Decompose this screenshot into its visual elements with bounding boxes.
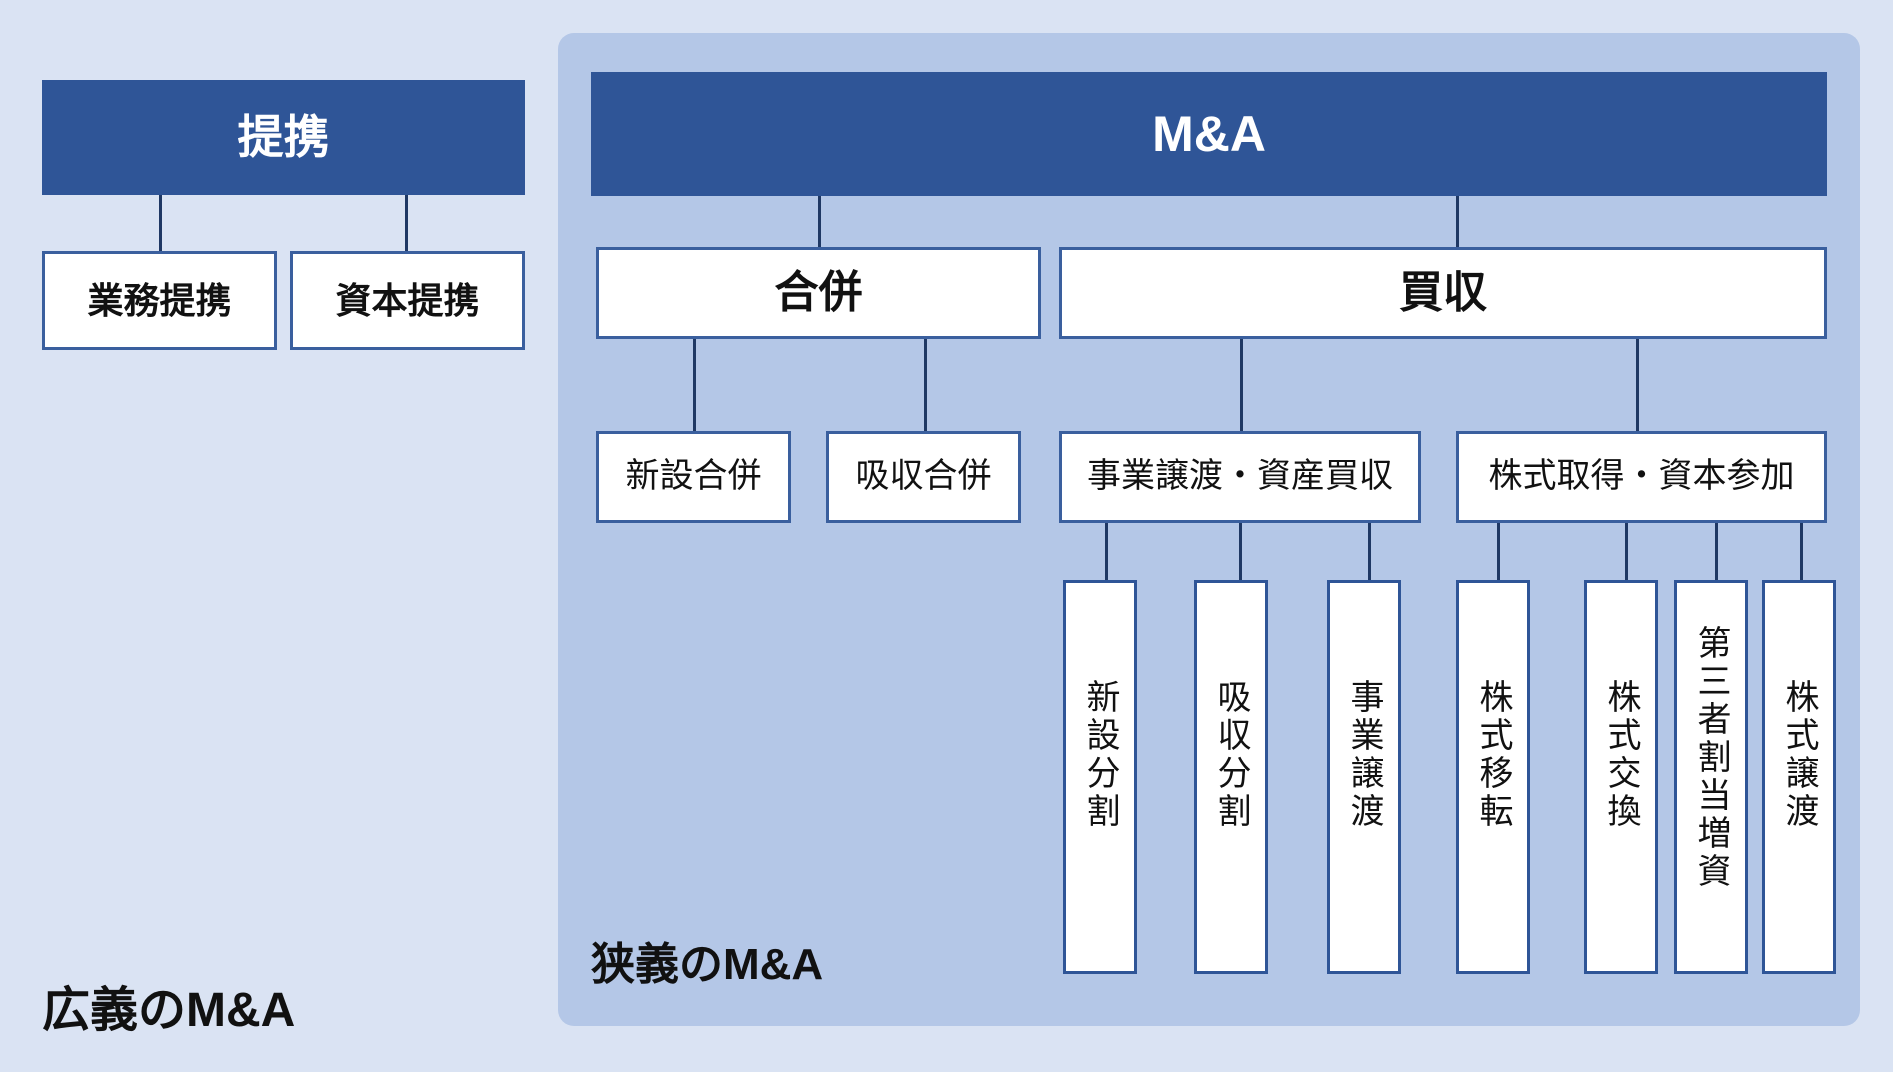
node-jigyo-joto-shisan-baishu[interactable]: 事業譲渡・資産買収 bbox=[1059, 431, 1421, 523]
node-kabushiki-shutoku-shihon-sanka[interactable]: 株式取得・資本参加 bbox=[1456, 431, 1827, 523]
node-gyomu-teikei[interactable]: 業務提携 bbox=[42, 251, 277, 350]
node-label: M&A bbox=[1152, 105, 1266, 162]
connector-baishu-kabushiki bbox=[1636, 339, 1639, 431]
node-label: 吸収合併 bbox=[855, 457, 992, 496]
node-kabushiki-joto[interactable]: 株式譲渡 bbox=[1762, 580, 1836, 974]
node-label: 株式交換 bbox=[1602, 679, 1640, 831]
caption-narrow-ma: 狭義のM&A bbox=[591, 940, 824, 989]
node-label: 合併 bbox=[774, 267, 863, 317]
node-label: 提携 bbox=[237, 111, 330, 164]
connector-jigyo-joto bbox=[1368, 523, 1371, 580]
connector-ma-gappei bbox=[818, 196, 821, 247]
connector-teikei-right bbox=[405, 195, 408, 251]
node-label: 株式移転 bbox=[1474, 679, 1512, 831]
node-kabushiki-iten[interactable]: 株式移転 bbox=[1456, 580, 1530, 974]
node-shihon-teikei[interactable]: 資本提携 bbox=[290, 251, 525, 350]
node-shinsetsu-gappei[interactable]: 新設合併 bbox=[596, 431, 791, 523]
connector-jigyo-down bbox=[1105, 523, 1108, 580]
node-label: 新設分割 bbox=[1081, 679, 1119, 831]
node-label: 事業譲渡 bbox=[1345, 679, 1383, 831]
node-label: 新設合併 bbox=[625, 457, 762, 496]
node-gappei[interactable]: 合併 bbox=[596, 247, 1041, 339]
node-teikei-root[interactable]: 提携 bbox=[42, 80, 525, 195]
node-label: 業務提携 bbox=[87, 279, 232, 321]
node-label: 吸収分割 bbox=[1212, 679, 1250, 831]
node-label: 買収 bbox=[1399, 267, 1487, 317]
connector-gappei-kyushu bbox=[924, 339, 927, 431]
connector-kabushiki-kokan bbox=[1625, 523, 1628, 580]
connector-kabushiki-iten bbox=[1497, 523, 1500, 580]
connector-daisansha bbox=[1715, 523, 1718, 580]
node-kabushiki-kokan[interactable]: 株式交換 bbox=[1584, 580, 1658, 974]
node-jigyo-joto[interactable]: 事業譲渡 bbox=[1327, 580, 1401, 974]
connector-jigyo-kyushu bbox=[1239, 523, 1242, 580]
connector-gappei-shinsetsu bbox=[693, 339, 696, 431]
node-shinsetsu-bunkatsu[interactable]: 新設分割 bbox=[1063, 580, 1137, 974]
node-baishu[interactable]: 買収 bbox=[1059, 247, 1827, 339]
node-ma-root[interactable]: M&A bbox=[591, 72, 1827, 196]
connector-ma-baishu bbox=[1456, 196, 1459, 247]
node-label: 株式取得・資本参加 bbox=[1488, 457, 1795, 496]
node-label: 事業譲渡・資産買収 bbox=[1087, 457, 1393, 496]
caption-broad-ma: 広義のM&A bbox=[42, 984, 296, 1037]
connector-kabushiki-joto bbox=[1800, 523, 1803, 580]
node-label: 資本提携 bbox=[335, 279, 480, 321]
node-label: 株式譲渡 bbox=[1780, 679, 1818, 831]
node-label: 第三者割当増資 bbox=[1692, 625, 1730, 891]
node-kyushu-bunkatsu[interactable]: 吸収分割 bbox=[1194, 580, 1268, 974]
node-kyushu-gappei[interactable]: 吸収合併 bbox=[826, 431, 1021, 523]
connector-baishu-jigyo bbox=[1240, 339, 1243, 431]
connector-teikei-left bbox=[159, 195, 162, 251]
node-daisansha-wariate-zoshi[interactable]: 第三者割当増資 bbox=[1674, 580, 1748, 974]
